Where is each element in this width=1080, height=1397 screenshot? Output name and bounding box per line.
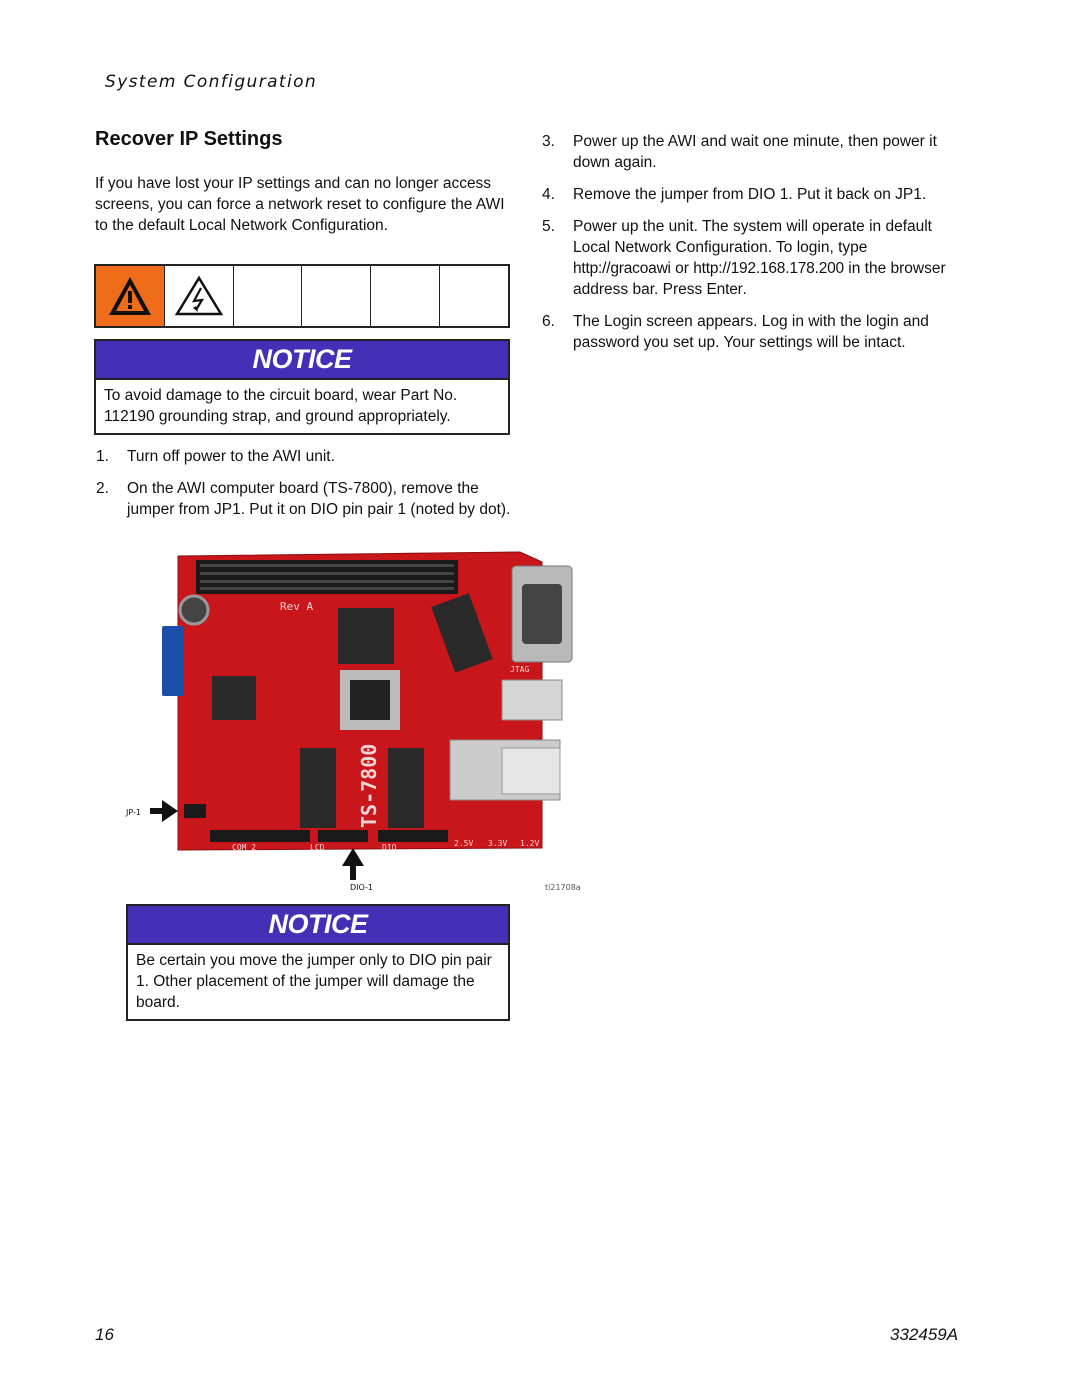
step-2: 2. On the AWI computer board (TS-7800), … — [96, 478, 512, 520]
step-number: 4. — [542, 186, 555, 203]
board-1v2-label: 1.2V — [520, 839, 539, 848]
step-text: Power up the unit. The system will opera… — [573, 216, 952, 300]
step-number: 5. — [542, 218, 555, 235]
arrow-right-icon — [150, 800, 178, 822]
board-illustration: Rev A TS-7800 COM 2 LCD DIO JTAG 2.5V 3.… — [150, 551, 573, 880]
board-jtag-label: JTAG — [510, 665, 529, 674]
arrow-up-icon — [342, 848, 364, 880]
notice-heading: NOTICE — [128, 906, 508, 945]
steps-left: 1. Turn off power to the AWI unit. 2. On… — [96, 446, 512, 520]
warning-triangle-icon — [96, 266, 164, 326]
step-text: Remove the jumper from DIO 1. Put it bac… — [573, 186, 927, 203]
hazard-symbol-strip — [94, 264, 510, 328]
board-rev-label: Rev A — [280, 600, 313, 613]
url-gracoawi: http://gracoawi — [573, 260, 671, 277]
step-5-end: . — [742, 281, 747, 298]
board-lcd-label: LCD — [310, 843, 325, 852]
board-com2-label: COM 2 — [232, 843, 256, 852]
step-5-post: in the browser address bar. Press — [573, 260, 946, 298]
board-model-label: TS-7800 — [357, 744, 381, 828]
hazard-empty-cell — [232, 266, 302, 326]
section-title: Recover IP Settings — [95, 128, 283, 150]
step-1: 1. Turn off power to the AWI unit. — [96, 446, 512, 467]
intro-paragraph: If you have lost your IP settings and ca… — [95, 175, 505, 234]
step-5: 5. Power up the unit. The system will op… — [542, 216, 952, 300]
step-text: On the AWI computer board (TS-7800), rem… — [127, 480, 511, 518]
step-number: 2. — [96, 480, 109, 497]
step-number: 3. — [542, 133, 555, 150]
jp1-label: JP-1 — [126, 808, 141, 817]
hazard-empty-cell — [439, 266, 508, 326]
step-text: Power up the AWI and wait one minute, th… — [573, 133, 937, 171]
steps-right: 3. Power up the AWI and wait one minute,… — [542, 131, 952, 353]
running-head: System Configuration — [105, 72, 318, 92]
url-ip-address: http://192.168.178.200 — [693, 260, 844, 277]
step-5-pre: Power up the unit. The system will opera… — [573, 218, 932, 256]
step-number: 6. — [542, 313, 555, 330]
step-4: 4. Remove the jumper from DIO 1. Put it … — [542, 184, 952, 205]
circuit-board-figure: Rev A TS-7800 COM 2 LCD DIO JTAG 2.5V 3.… — [126, 548, 590, 893]
hazard-empty-cell — [370, 266, 439, 326]
step-3: 3. Power up the AWI and wait one minute,… — [542, 131, 952, 173]
notice-body: Be certain you move the jumper only to D… — [136, 952, 492, 1011]
hazard-empty-cell — [301, 266, 370, 326]
board-dio-label: DIO — [382, 843, 397, 852]
page-number: 16 — [95, 1325, 114, 1344]
notice-box-grounding: NOTICE To avoid damage to the circuit bo… — [94, 339, 510, 435]
step-5-mid: or — [670, 260, 694, 277]
step-text: The Login screen appears. Log in with th… — [573, 313, 929, 351]
step-text: Turn off power to the AWI unit. — [127, 448, 335, 465]
notice-box-jumper: NOTICE Be certain you move the jumper on… — [126, 904, 510, 1021]
document-number: 332459A — [890, 1325, 959, 1344]
electric-shock-icon — [163, 266, 233, 326]
step-6: 6. The Login screen appears. Log in with… — [542, 311, 952, 353]
enter-key-label: Enter — [706, 281, 743, 298]
step-number: 1. — [96, 448, 109, 465]
board-3v3-label: 3.3V — [488, 839, 507, 848]
figure-id: ti21708a — [545, 883, 581, 892]
board-2v5-label: 2.5V — [454, 839, 473, 848]
dio1-label: DIO-1 — [350, 883, 374, 892]
notice-body: To avoid damage to the circuit board, we… — [104, 387, 458, 425]
notice-heading: NOTICE — [96, 341, 508, 380]
